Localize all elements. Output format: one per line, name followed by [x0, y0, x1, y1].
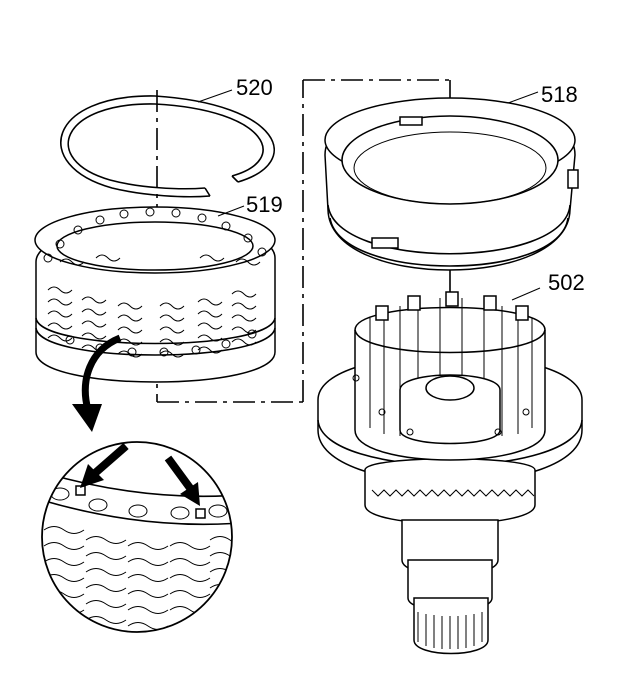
- drum-castellations: [369, 291, 533, 438]
- housing-tab-right: [567, 169, 579, 189]
- retainer-holes: [43, 207, 267, 263]
- retainer-tab-left: [75, 485, 86, 496]
- clutch-housing-502: [317, 287, 583, 655]
- callout-519: 519: [246, 192, 283, 217]
- retainer-tab-right: [195, 508, 206, 519]
- detail-coil-springs: [43, 526, 232, 630]
- drum-holes: [352, 374, 530, 436]
- spring-assembly-519: [34, 205, 276, 383]
- piston-housing-518: [324, 91, 579, 271]
- tab-pointer-arrows: [80, 442, 200, 506]
- snap-ring-520: [60, 89, 276, 198]
- housing-slot-top: [399, 116, 423, 126]
- callout-502: 502: [548, 270, 585, 295]
- coil-springs: [47, 254, 261, 358]
- detail-pointer-arrow: [72, 334, 122, 432]
- detail-view-circle: [41, 441, 233, 633]
- housing-slot-front: [371, 237, 399, 249]
- callout-520: 520: [236, 75, 273, 100]
- callout-518: 518: [541, 82, 578, 107]
